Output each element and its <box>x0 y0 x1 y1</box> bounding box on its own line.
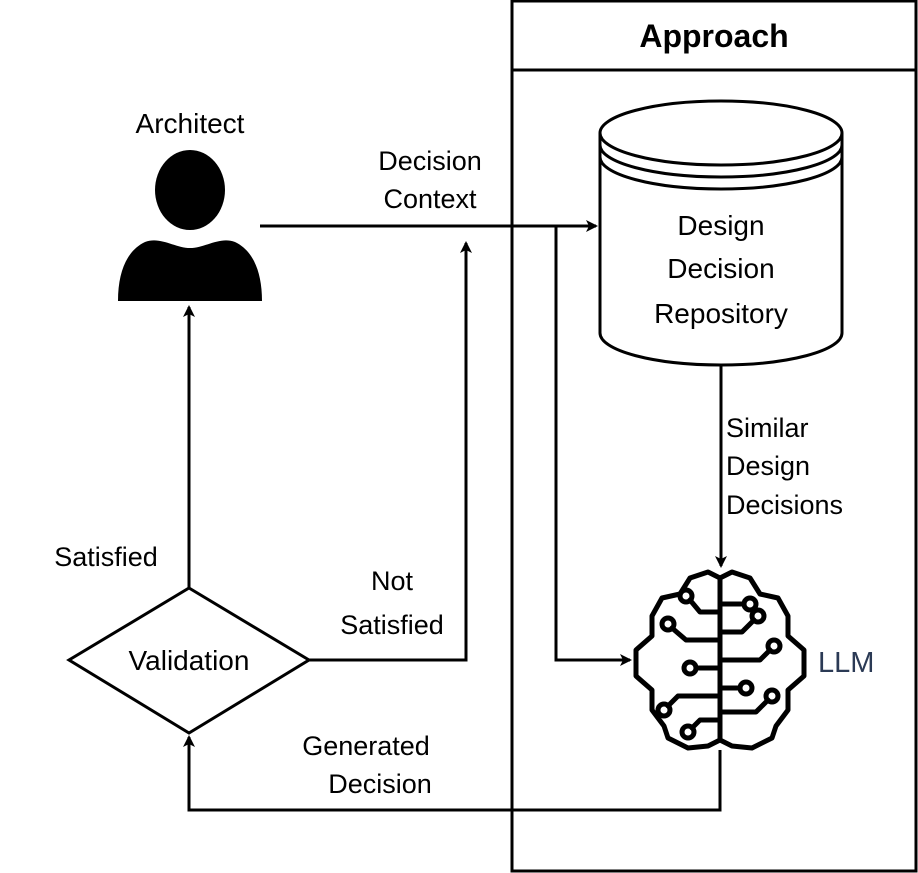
llm-label: LLM <box>818 647 874 679</box>
edge-validation-not-satisfied <box>309 241 472 662</box>
edge-label-not-satisfied-line1: Not <box>371 566 414 596</box>
edge-label-similar-line3: Decisions <box>726 490 843 520</box>
edge-label-similar-line1: Similar <box>726 413 809 443</box>
edge-label-not-satisfied-line2: Satisfied <box>340 610 444 640</box>
person-icon <box>118 150 262 301</box>
brain-circuit-icon <box>633 569 807 751</box>
architect-node: Architect <box>118 108 262 301</box>
edge-label-generated-line2: Decision <box>328 769 432 799</box>
repository-label-line3: Repository <box>654 298 788 329</box>
edge-label-decision-context-line1: Decision <box>378 146 482 176</box>
database-cylinder-icon <box>598 99 844 367</box>
approach-container: Approach <box>510 0 918 873</box>
edge-label-decision-context-line2: Context <box>383 184 477 214</box>
approach-title: Approach <box>639 18 788 54</box>
edge-label-generated-line1: Generated <box>302 731 430 761</box>
llm-node: LLM <box>633 569 874 751</box>
repository-label-line2: Decision <box>667 253 774 284</box>
validation-node: Validation <box>66 586 312 735</box>
edge-context-to-llm <box>554 226 632 666</box>
repository-node: Design Decision Repository <box>598 99 844 367</box>
architect-label: Architect <box>136 108 245 139</box>
validation-label: Validation <box>129 645 250 676</box>
repository-label-line1: Design <box>677 210 764 241</box>
edge-label-satisfied: Satisfied <box>54 542 158 572</box>
edge-llm-to-validation <box>183 735 722 812</box>
edge-label-similar-line2: Design <box>726 451 810 481</box>
